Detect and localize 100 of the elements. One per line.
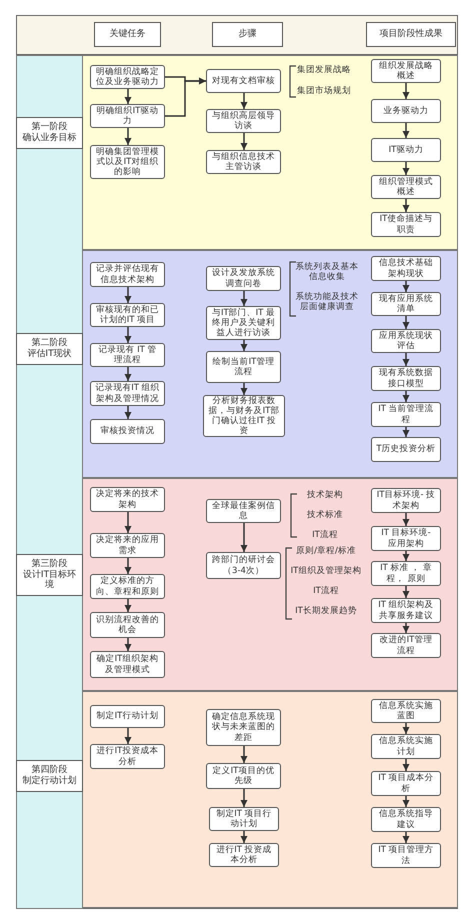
process-box [206, 266, 281, 291]
note-text: IT长期发展趋势 [294, 606, 358, 616]
arrow [240, 383, 248, 395]
process-box [206, 763, 281, 789]
arrow [402, 623, 410, 633]
process-box [206, 306, 281, 340]
process-box [371, 843, 441, 868]
process-box [371, 633, 441, 658]
arrow [124, 406, 132, 419]
process-box [371, 807, 441, 832]
arrow [402, 199, 410, 212]
phase-label-box [16, 554, 83, 596]
arrow [165, 78, 206, 117]
process-box [90, 651, 165, 678]
arrow [402, 83, 410, 99]
process-box [90, 303, 165, 327]
step-text: 记录现有IT 组织架构及管理情况 [95, 383, 160, 404]
process-box [371, 329, 441, 353]
phase-text: 设计IT目标环境 [22, 570, 78, 592]
step-text: 业务驱动力 [384, 106, 428, 116]
phase-text: 制定行动计划 [22, 776, 76, 787]
arrow [124, 558, 132, 574]
arrow [402, 796, 410, 807]
phase-text: 第二阶段 [32, 338, 68, 348]
step-text: IT 项目管理方法 [377, 845, 435, 866]
step-text: 分析财务报表数据，与财务及IT部门确认过往IT 投资 [208, 396, 280, 436]
arrow [124, 367, 132, 381]
phase-text: 确认业务目标 [22, 133, 76, 144]
process-box [371, 598, 441, 623]
process-box [206, 109, 281, 133]
process-box [90, 262, 165, 287]
arrow [402, 353, 410, 366]
process-box [371, 561, 441, 586]
arrow [402, 513, 410, 526]
note-text: 系统列表及基本信息收集 [295, 262, 359, 282]
step-text: 跨部门的研讨会（3-4次） [211, 555, 276, 576]
header-text: 关键任务 [110, 29, 146, 40]
column-header-box [212, 22, 283, 47]
process-box [371, 59, 441, 83]
arrow [124, 287, 132, 303]
process-box [371, 402, 441, 427]
step-text: 信息系统实施蓝图 [378, 700, 434, 722]
process-box [371, 366, 441, 391]
process-box [90, 104, 165, 128]
step-text: 与IT部门、IT 最终用户及关键利益人进行访谈 [211, 308, 276, 338]
process-box [371, 175, 441, 199]
step-text: 应用系统现状评估 [378, 330, 434, 352]
phase-text: 第四阶段 [32, 765, 68, 776]
step-text: 现有系统数据接口模型 [378, 368, 434, 389]
process-box [371, 212, 441, 237]
arrow [240, 746, 248, 763]
step-text: 信息系统实施计划 [378, 736, 434, 757]
process-box [371, 488, 441, 513]
step-text: IT 项目成本分析 [377, 773, 435, 794]
arrow [402, 723, 410, 734]
process-box [90, 145, 165, 179]
process-box [206, 499, 281, 523]
process-box [209, 807, 279, 831]
process-box [371, 437, 441, 462]
header-text: 步骤 [238, 29, 256, 40]
step-text: 审核投资情况 [100, 426, 154, 437]
process-box [90, 65, 165, 89]
arrow [124, 728, 132, 744]
process-box [371, 292, 441, 316]
phase-text: 第一阶段 [32, 122, 68, 132]
process-box [206, 709, 281, 746]
phase-label-box [16, 333, 83, 365]
arrow [124, 327, 132, 343]
arrow [240, 789, 248, 807]
process-box [209, 843, 279, 867]
step-text: 定义标准的方向、章程和原则 [95, 576, 160, 597]
process-box [90, 533, 165, 558]
column-header-box [94, 22, 161, 47]
step-text: 确定IT组织架构及管理模式 [96, 654, 160, 675]
process-box [90, 744, 165, 769]
step-text: 决定将来的应用需求 [95, 535, 160, 556]
arrow [124, 599, 132, 612]
step-text: 进行IT 投资成本分析 [215, 844, 273, 866]
step-text: 审核现有的和已计划的IT 项目 [95, 304, 160, 326]
process-box [90, 381, 165, 406]
process-box [90, 343, 165, 367]
arrow [240, 831, 248, 843]
phase-text: 第三阶段 [32, 558, 68, 570]
process-box [371, 734, 441, 759]
phase-text: 评估IT现状 [27, 349, 72, 360]
arrow [402, 586, 410, 598]
arrow [402, 162, 410, 175]
step-text: 明确组织IT驱动力 [96, 106, 160, 126]
arrow [240, 291, 248, 306]
step-text: 与组织信息技术主管访谈 [211, 152, 276, 172]
step-text: IT 组织架构及共享服务建议 [377, 600, 435, 621]
step-text: 识别流程改善的机会 [95, 614, 160, 636]
process-box [371, 256, 441, 281]
step-text: 定义IT项目的优先级 [212, 766, 276, 786]
header-text: 项目阶段性成果 [380, 29, 442, 40]
step-text: T历史投资分析 [376, 444, 436, 455]
process-box [90, 705, 165, 728]
step-text: IT使命描述与职责 [378, 214, 434, 235]
step-text: 现有应用系统清单 [378, 294, 434, 314]
process-box [90, 612, 165, 638]
